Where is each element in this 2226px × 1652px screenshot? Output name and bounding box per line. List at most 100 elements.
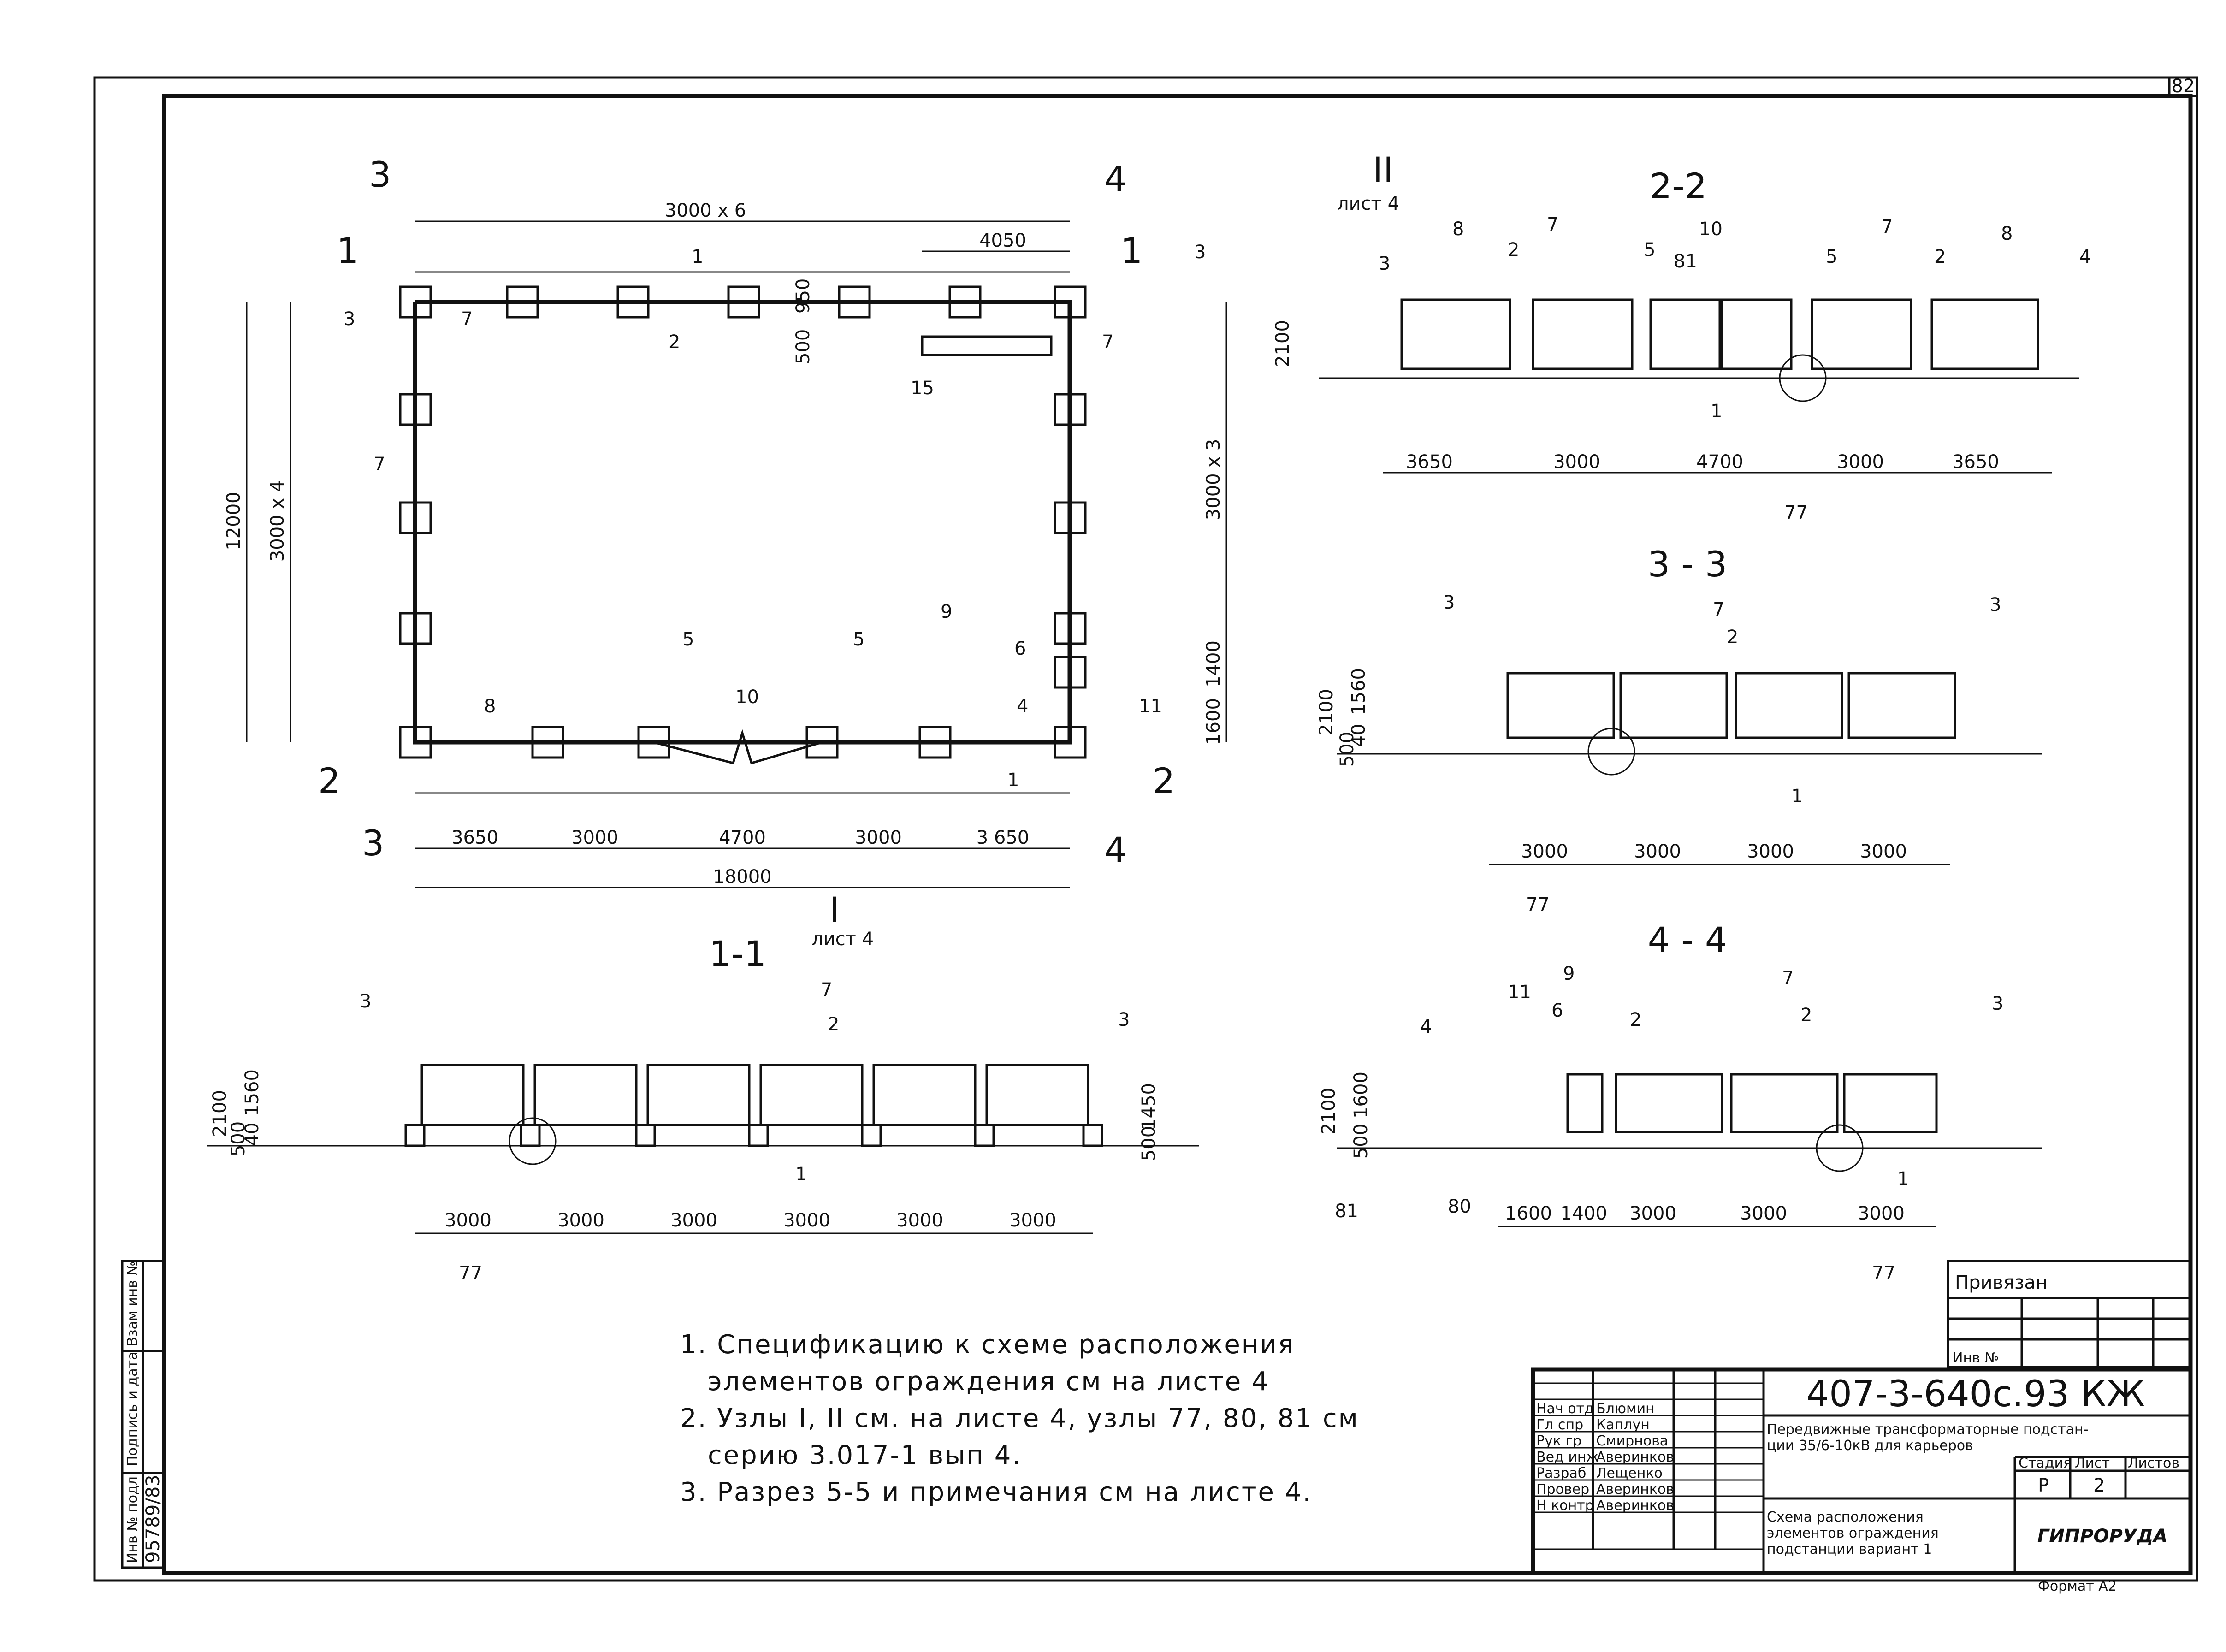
side-stamp: Взам инв № Подпись и дата Инв № подл 957… xyxy=(121,1260,165,1569)
section-1-1-label-3a: 3 xyxy=(360,991,371,1012)
section-2-2-label-77: 77 xyxy=(1784,502,1808,523)
note-2-cont: серию 3.017-1 вып 4. xyxy=(708,1440,1022,1470)
tb-title-2: элементов ограждения xyxy=(1767,1525,1939,1541)
plan-dim-18000: 18000 xyxy=(713,866,771,888)
page-number: 82 xyxy=(2172,76,2195,97)
plan-label-3b: 3 xyxy=(1194,242,1206,263)
tb-role-7: Н контр xyxy=(1536,1498,1594,1514)
section-3-3-label-7: 7 xyxy=(1713,599,1724,620)
side-stamp-replace: Взам инв № xyxy=(124,1261,141,1346)
section-4-4-label-2b: 2 xyxy=(1800,1005,1812,1026)
section-2-2: 2-2 II лист 4 2100 3650 3000 4700 3000 3… xyxy=(1272,149,2091,523)
section-3-3-dim-1560: 1560 xyxy=(1348,668,1369,715)
section-4-4-label-77: 77 xyxy=(1872,1263,1895,1284)
tb-role-6: Провер xyxy=(1536,1481,1589,1498)
section-3-3-label-2: 2 xyxy=(1727,627,1738,648)
section-2-2-label-1: 1 xyxy=(1711,401,1722,422)
page-number-box xyxy=(2168,76,2198,97)
tb-name-6: Аверинков xyxy=(1596,1481,1674,1498)
section-1-1-node-sheet: лист 4 xyxy=(811,929,874,950)
plan-dim-1600: 1600 xyxy=(1203,698,1224,745)
plan-posts xyxy=(399,285,1087,759)
section-3-3-title: 3 - 3 xyxy=(1648,544,1727,585)
plan-dim-4050: 4050 xyxy=(979,230,1026,251)
section-2-2-label-10: 10 xyxy=(1699,219,1723,240)
cut-4-top: 4 xyxy=(1104,159,1126,200)
section-3-3-seg-3: 3000 xyxy=(1747,841,1794,862)
section-1-1-dim-1560: 1560 xyxy=(242,1069,263,1116)
section-2-2-dim-2100: 2100 xyxy=(1272,320,1293,367)
section-2-2-label-7a: 7 xyxy=(1547,214,1558,235)
tb-sheets-h: Листов xyxy=(2128,1455,2179,1471)
section-1-1-label-7: 7 xyxy=(821,979,832,1001)
section-3-3-seg-2: 3000 xyxy=(1634,841,1681,862)
section-2-2-label-8a: 8 xyxy=(1452,219,1464,240)
section-2-2-label-4: 4 xyxy=(2079,246,2091,267)
plan-label-10: 10 xyxy=(735,687,759,708)
outer-frame xyxy=(93,76,2198,1582)
section-3-3-label-3b: 3 xyxy=(1989,594,2001,616)
section-4-4-seg-3: 3000 xyxy=(1629,1203,1676,1224)
plan-dim-top: 3000 x 6 xyxy=(665,200,746,221)
plan-fence-outline xyxy=(413,300,1072,745)
section-2-2-seg-1: 3650 xyxy=(1406,451,1453,473)
plan-label-1: 1 xyxy=(692,246,703,267)
section-3-3-label-3a: 3 xyxy=(1443,592,1455,613)
section-4-4-title: 4 - 4 xyxy=(1648,919,1727,960)
section-3-3-dim-40: 40 xyxy=(1348,724,1369,747)
section-4-4-seg-4: 3000 xyxy=(1740,1203,1787,1224)
section-4-4-label-80: 80 xyxy=(1448,1196,1471,1217)
plan-seg-1: 3650 xyxy=(451,827,498,848)
tb-org-logo: ГИПРОРУДА xyxy=(2037,1526,2168,1547)
cut-1-left: 1 xyxy=(337,230,359,271)
plan-dim-500: 500 xyxy=(793,329,814,364)
plan-item-15 xyxy=(921,335,1053,356)
section-2-2-seg-2: 3000 xyxy=(1553,451,1600,473)
plan-label-5: 5 xyxy=(682,629,694,650)
plan-label-9: 9 xyxy=(941,601,952,622)
tb-sheet: 2 xyxy=(2093,1475,2105,1496)
tb-name-5: Лещенко xyxy=(1596,1465,1663,1481)
section-4-4-dim-2100: 2100 xyxy=(1318,1088,1339,1135)
section-1-1-dim-1450: 1450 xyxy=(1138,1083,1160,1130)
cut-4-bottom: 4 xyxy=(1104,829,1126,870)
section-4-4-panels xyxy=(1566,1073,1938,1133)
plan-label-8: 8 xyxy=(484,696,496,717)
section-1-1-dim-right-500: 500 xyxy=(1138,1126,1160,1161)
plan-label-7c: 7 xyxy=(1102,332,1113,353)
tb-role-1: Нач отд xyxy=(1536,1401,1594,1417)
section-1-1-seg-5: 3000 xyxy=(896,1210,943,1231)
tb-role-5: Разраб xyxy=(1536,1465,1586,1481)
section-4-4-label-11: 11 xyxy=(1508,982,1531,1003)
cut-2-left: 2 xyxy=(318,760,340,801)
plan-seg-2: 3000 xyxy=(571,827,618,848)
notes: 1. Спецификацию к схеме расположения эле… xyxy=(680,1330,1358,1507)
section-4-4-label-1: 1 xyxy=(1897,1168,1909,1190)
section-2-2-label-3: 3 xyxy=(1379,253,1390,274)
section-1-1-seg-1: 3000 xyxy=(444,1210,491,1231)
tb-role-4: Вед инж xyxy=(1536,1449,1598,1465)
cut-2-right: 2 xyxy=(1153,760,1175,801)
side-stamp-sign: Подпись и дата xyxy=(124,1352,141,1467)
section-2-2-title: 2-2 xyxy=(1650,166,1707,207)
section-2-2-seg-4: 3000 xyxy=(1837,451,1884,473)
section-3-3-seg-1: 3000 xyxy=(1521,841,1568,862)
section-1-1-label-3b: 3 xyxy=(1118,1009,1130,1030)
section-4-4-label-3: 3 xyxy=(1992,993,2003,1014)
tb-role-2: Гл спр xyxy=(1536,1417,1583,1433)
section-1-1: 1-1 I лист 4 2100 40 1560 500 1450 500 3… xyxy=(207,889,1199,1284)
plan-label-7b: 7 xyxy=(373,454,385,475)
tb-sheet-h: Лист xyxy=(2075,1455,2110,1471)
section-2-2-panels xyxy=(1400,298,2039,370)
section-2-2-label-2b: 2 xyxy=(1934,246,1946,267)
plan-dim-3000x3: 3000 x 3 xyxy=(1203,439,1224,520)
section-1-1-dim-2100: 2100 xyxy=(209,1090,231,1137)
tb-name-2: Каплун xyxy=(1596,1417,1650,1433)
plan-gate xyxy=(653,729,823,765)
section-1-1-seg-3: 3000 xyxy=(670,1210,717,1231)
section-4-4-seg-2: 1400 xyxy=(1560,1203,1607,1224)
section-1-1-title: 1-1 xyxy=(709,933,766,974)
section-4-4-label-9: 9 xyxy=(1563,963,1575,984)
plan-label-4: 4 xyxy=(1017,696,1028,717)
